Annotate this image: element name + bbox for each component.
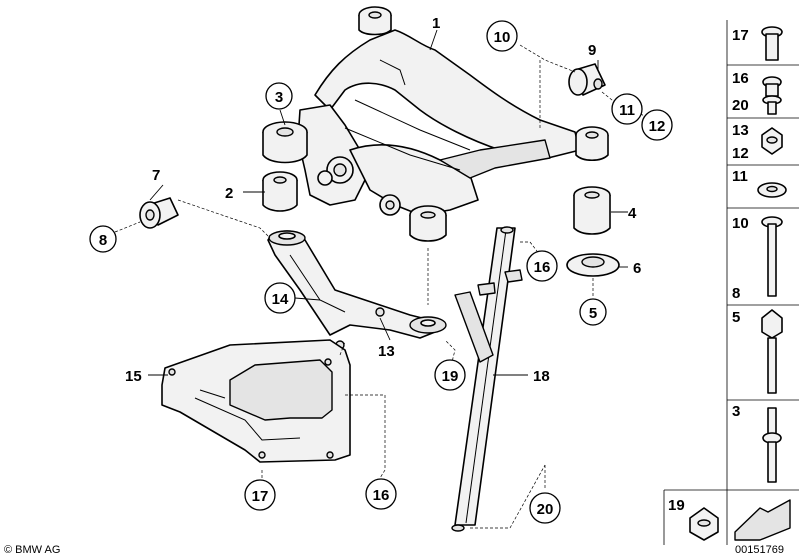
callout-15: 15 <box>125 368 142 385</box>
svg-text:18: 18 <box>533 368 550 385</box>
callout-19: 19 <box>434 359 466 391</box>
svg-text:11: 11 <box>732 168 748 185</box>
svg-text:10: 10 <box>494 29 511 46</box>
svg-text:5: 5 <box>589 305 597 322</box>
callout-18: 18 <box>533 368 550 385</box>
callout-16-lower: 16 <box>365 478 397 510</box>
svg-text:3: 3 <box>732 403 740 420</box>
svg-text:19: 19 <box>442 368 459 385</box>
bushing-part-9 <box>568 63 606 96</box>
svg-text:20: 20 <box>732 97 749 114</box>
svg-text:17: 17 <box>252 488 269 505</box>
svg-text:16: 16 <box>732 70 749 87</box>
svg-text:10: 10 <box>732 215 749 232</box>
callout-6: 6 <box>633 260 641 277</box>
svg-text:17: 17 <box>732 27 749 44</box>
sidebar-row-13-12: 13 12 <box>732 122 783 162</box>
svg-text:4: 4 <box>628 205 637 222</box>
svg-text:8: 8 <box>732 285 740 302</box>
svg-text:1: 1 <box>432 15 440 32</box>
sidebar-row-3: 3 <box>732 403 782 483</box>
svg-text:9: 9 <box>588 42 596 59</box>
callout-2: 2 <box>225 185 233 202</box>
copyright-label: © BMW AG <box>4 544 60 556</box>
svg-text:19: 19 <box>668 497 685 514</box>
svg-text:13: 13 <box>378 343 395 360</box>
sidebar-row-16-20: 16 20 <box>732 70 782 115</box>
bushing-part-7 <box>139 197 179 229</box>
callout-3: 3 <box>265 82 293 110</box>
sidebar-row-10-8: 10 8 <box>732 215 783 302</box>
callout-10: 10 <box>486 20 518 52</box>
strut-brace <box>451 226 523 532</box>
callout-20: 20 <box>529 492 561 524</box>
callout-9: 9 <box>588 42 596 59</box>
bushing-part-3 <box>262 121 308 164</box>
svg-text:12: 12 <box>732 145 749 162</box>
svg-text:12: 12 <box>649 118 666 135</box>
svg-text:15: 15 <box>125 368 142 385</box>
svg-text:14: 14 <box>272 291 289 308</box>
svg-text:6: 6 <box>633 260 641 277</box>
image-number: 00151769 <box>735 544 784 556</box>
hardware-sidebar: 17 16 20 13 12 11 10 8 <box>663 20 799 545</box>
callout-16-upper: 16 <box>526 250 558 282</box>
leader-lines <box>114 29 649 529</box>
svg-text:8: 8 <box>99 232 107 249</box>
callout-11: 11 <box>611 93 643 125</box>
callout-5: 5 <box>579 298 607 326</box>
callout-12: 12 <box>641 109 673 141</box>
svg-text:7: 7 <box>152 167 160 184</box>
sidebar-row-11: 11 <box>732 168 787 198</box>
mount-part-4 <box>573 186 611 235</box>
svg-text:16: 16 <box>534 259 551 276</box>
svg-text:16: 16 <box>373 487 390 504</box>
callout-13: 13 <box>378 343 395 360</box>
control-arm <box>267 230 447 350</box>
svg-text:20: 20 <box>537 501 554 518</box>
callout-7: 7 <box>152 167 160 184</box>
sidebar-row-5: 5 <box>732 309 783 394</box>
callout-17: 17 <box>244 479 276 511</box>
svg-text:5: 5 <box>732 309 740 326</box>
bushing-part-2 <box>262 171 298 212</box>
rear-axle-carrier <box>297 6 609 242</box>
callout-8: 8 <box>89 225 117 253</box>
callout-4: 4 <box>628 205 637 222</box>
underbody-panel <box>161 339 351 463</box>
callout-14: 14 <box>264 282 296 314</box>
arrow-icon <box>734 499 791 541</box>
svg-text:13: 13 <box>732 122 749 139</box>
sidebar-row-19: 19 <box>668 497 791 541</box>
svg-text:11: 11 <box>619 102 635 119</box>
svg-text:2: 2 <box>225 185 233 202</box>
washer-part-6 <box>566 253 620 277</box>
callout-1: 1 <box>432 15 440 32</box>
sidebar-row-17: 17 <box>732 26 783 61</box>
svg-text:3: 3 <box>275 89 283 106</box>
